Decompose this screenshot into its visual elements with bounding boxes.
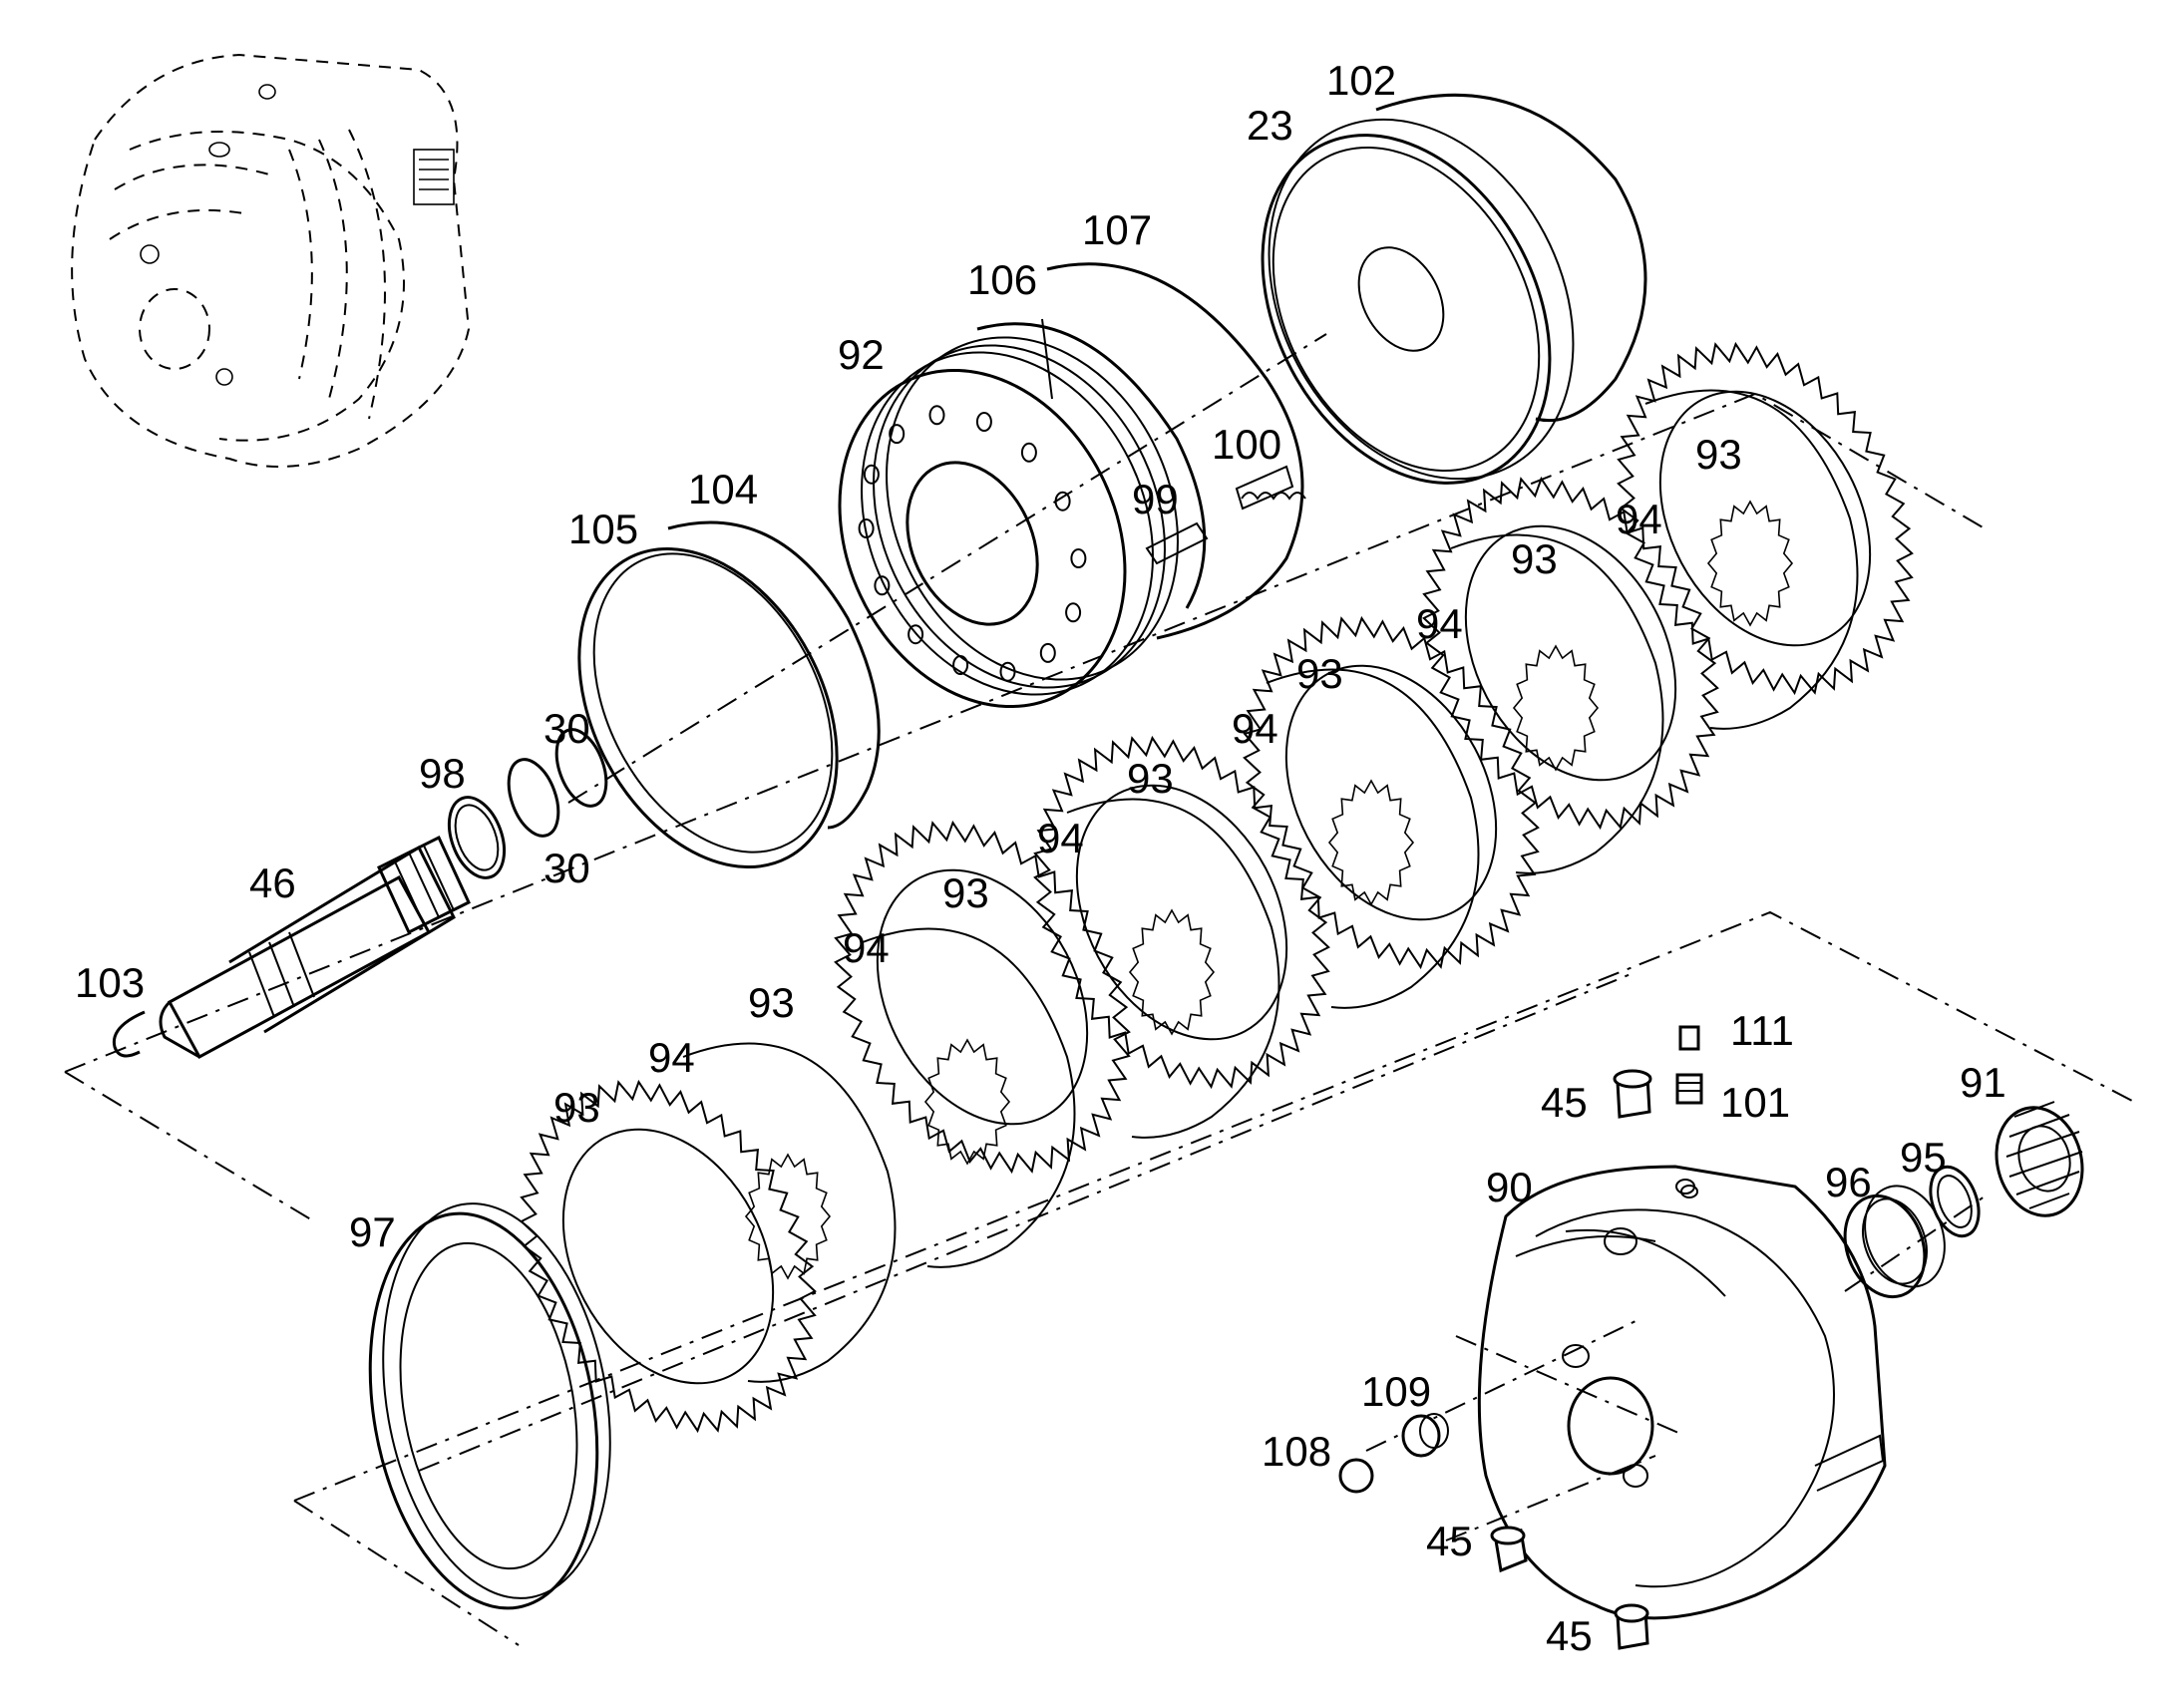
callout-labels: 102 23 107 106 92 100 99 104 105 93 94 93 94 93 94 93 94… bbox=[75, 57, 2006, 1659]
callout-label: 94 bbox=[1416, 600, 1463, 647]
part-90-housing bbox=[1477, 1165, 1887, 1620]
part-94-friction-disc bbox=[682, 1042, 897, 1383]
part-102-seal-ring bbox=[1375, 93, 1647, 423]
callout-label: 99 bbox=[1132, 476, 1179, 522]
callout-label: 93 bbox=[942, 869, 989, 916]
part-98-washer bbox=[447, 796, 507, 879]
callout-label: 97 bbox=[349, 1208, 396, 1255]
part-23-cover-plate bbox=[1261, 118, 1575, 485]
piston-bolt-hole bbox=[863, 464, 880, 485]
part-109-fitting bbox=[1401, 1413, 1449, 1458]
callout-label: 93 bbox=[1296, 650, 1343, 697]
part-106-ring bbox=[976, 318, 1207, 609]
callout-label: 105 bbox=[568, 506, 638, 552]
callout-label: 98 bbox=[419, 750, 466, 797]
callout-label: 45 bbox=[1541, 1079, 1588, 1126]
part-94-friction-disc bbox=[862, 927, 1076, 1268]
part-46-shaft bbox=[159, 835, 471, 1060]
part-97-end-plate bbox=[368, 1202, 611, 1610]
callout-label: 102 bbox=[1326, 57, 1396, 104]
part-45-plug-left bbox=[1490, 1526, 1528, 1573]
callout-label: 94 bbox=[843, 924, 890, 971]
part-95-washer bbox=[1929, 1165, 1981, 1238]
part-100-spring bbox=[1235, 465, 1306, 511]
callout-label: 100 bbox=[1212, 421, 1281, 468]
callout-label: 45 bbox=[1426, 1518, 1473, 1564]
callout-label: 108 bbox=[1262, 1428, 1331, 1475]
disc-pack-boundary bbox=[64, 392, 2135, 1646]
callout-label: 109 bbox=[1361, 1368, 1431, 1415]
part-107-ring bbox=[1046, 262, 1304, 640]
piston-bolt-hole bbox=[889, 424, 906, 445]
part-104-ring bbox=[667, 520, 881, 830]
part-91-gear bbox=[1995, 1101, 2084, 1217]
callout-label: 90 bbox=[1486, 1164, 1533, 1210]
callout-label: 45 bbox=[1546, 1612, 1593, 1659]
callout-label: 93 bbox=[553, 1084, 600, 1131]
piston-bolt-hole bbox=[1065, 602, 1082, 623]
part-93-toothed-disc bbox=[520, 1079, 817, 1434]
piston-bolt-hole bbox=[999, 661, 1016, 682]
part-30-snap-ring-b bbox=[507, 758, 560, 838]
part-45-plug-top bbox=[1613, 1069, 1652, 1119]
callout-label: 30 bbox=[544, 705, 590, 752]
callout-label: 93 bbox=[748, 979, 795, 1026]
callout-label: 23 bbox=[1247, 102, 1293, 149]
callout-label: 96 bbox=[1825, 1159, 1872, 1205]
part-93-toothed-disc bbox=[1617, 341, 1914, 696]
part-108-plug bbox=[1338, 1458, 1374, 1494]
callout-label: 94 bbox=[1037, 815, 1084, 861]
callout-label: 103 bbox=[75, 959, 145, 1006]
callout-label: 101 bbox=[1720, 1079, 1790, 1126]
part-101-nozzle bbox=[1675, 1073, 1703, 1198]
piston-bolt-holes bbox=[858, 405, 1087, 682]
piston-bolt-hole bbox=[874, 575, 891, 596]
reference-housing-outline bbox=[71, 53, 471, 468]
callout-label: 46 bbox=[249, 859, 296, 906]
part-92-piston bbox=[838, 336, 1179, 709]
part-93-toothed-disc bbox=[1033, 735, 1330, 1090]
part-105-ring bbox=[577, 546, 839, 869]
piston-bolt-hole bbox=[1054, 491, 1071, 512]
callout-label: 104 bbox=[688, 466, 758, 512]
callout-label: 93 bbox=[1695, 431, 1742, 478]
part-99-pin bbox=[1145, 521, 1209, 565]
piston-bolt-hole bbox=[928, 405, 945, 426]
clutch-disc-pack bbox=[520, 341, 1914, 1434]
callout-label: 95 bbox=[1900, 1134, 1947, 1181]
part-103-circlip bbox=[112, 1010, 146, 1058]
callout-label: 91 bbox=[1960, 1059, 2006, 1106]
part-94-friction-disc bbox=[1266, 668, 1480, 1009]
part-93-toothed-disc bbox=[834, 820, 1131, 1175]
part-94-friction-disc bbox=[1450, 533, 1664, 874]
callout-label: 30 bbox=[544, 845, 590, 891]
part-93-toothed-disc bbox=[1243, 615, 1540, 970]
piston-bolt-hole bbox=[1020, 442, 1037, 463]
piston-bolt-hole bbox=[1070, 548, 1087, 568]
part-30-snap-ring-a bbox=[554, 728, 608, 808]
piston-bolt-hole bbox=[975, 412, 992, 432]
callout-label: 111 bbox=[1730, 1007, 1794, 1054]
callout-label: 93 bbox=[1127, 755, 1174, 802]
callout-label: 92 bbox=[838, 331, 885, 378]
piston-bolt-hole bbox=[908, 624, 924, 645]
part-94-friction-disc bbox=[1066, 798, 1280, 1139]
part-93-toothed-disc bbox=[1422, 476, 1719, 831]
piston-bolt-hole bbox=[858, 518, 875, 538]
callout-label: 106 bbox=[967, 256, 1037, 303]
callout-label: 107 bbox=[1082, 206, 1152, 253]
callout-label: 94 bbox=[1616, 496, 1662, 542]
piston-bolt-hole bbox=[952, 655, 969, 675]
part-45-plug-bottom bbox=[1614, 1603, 1649, 1650]
part-94-friction-disc bbox=[1644, 389, 1859, 730]
callout-label: 94 bbox=[648, 1034, 695, 1081]
piston-bolt-hole bbox=[1039, 642, 1056, 663]
callout-label: 94 bbox=[1232, 705, 1278, 752]
part-111-screw bbox=[1678, 1025, 1700, 1051]
callout-label: 93 bbox=[1511, 535, 1558, 582]
